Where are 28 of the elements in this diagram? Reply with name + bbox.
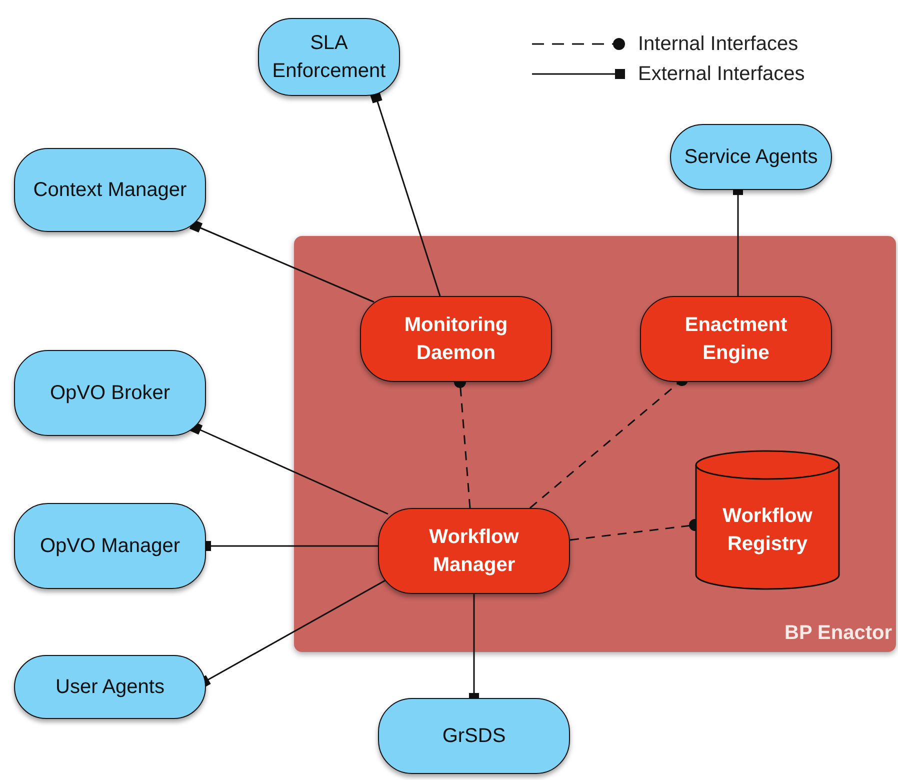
node-label: SLA Enforcement — [271, 31, 387, 84]
region-label: BP Enactor — [784, 621, 892, 646]
group-region — [294, 236, 896, 652]
external-box — [14, 503, 206, 589]
node-label: Service Agents — [683, 145, 819, 170]
external-interface-line — [189, 219, 374, 303]
external-box — [378, 698, 570, 774]
node-label: Monitoring Daemon — [403, 313, 509, 366]
external-interface-line — [370, 90, 441, 296]
node-label: OpVO Broker — [48, 381, 172, 406]
node-label: OpVO Manager — [38, 534, 182, 559]
legend-label: Internal Interfaces — [638, 32, 798, 57]
component-box — [640, 296, 832, 382]
component-box — [360, 296, 552, 382]
node-label: User Agents — [54, 675, 166, 700]
external-box — [14, 148, 206, 232]
external-box — [670, 124, 832, 190]
component-box — [378, 508, 570, 594]
external-interface-line — [189, 421, 388, 515]
external-box — [258, 18, 400, 96]
external-box — [14, 655, 206, 719]
node-label: Workflow Manager — [428, 525, 520, 578]
external-box — [14, 350, 206, 436]
legend-label: External Interfaces — [638, 62, 805, 87]
node-label: Enactment Engine — [684, 313, 788, 366]
node-label: GrSDS — [441, 724, 507, 749]
node-label: Context Manager — [32, 178, 188, 203]
node-label: Workflow Registry — [722, 504, 814, 557]
